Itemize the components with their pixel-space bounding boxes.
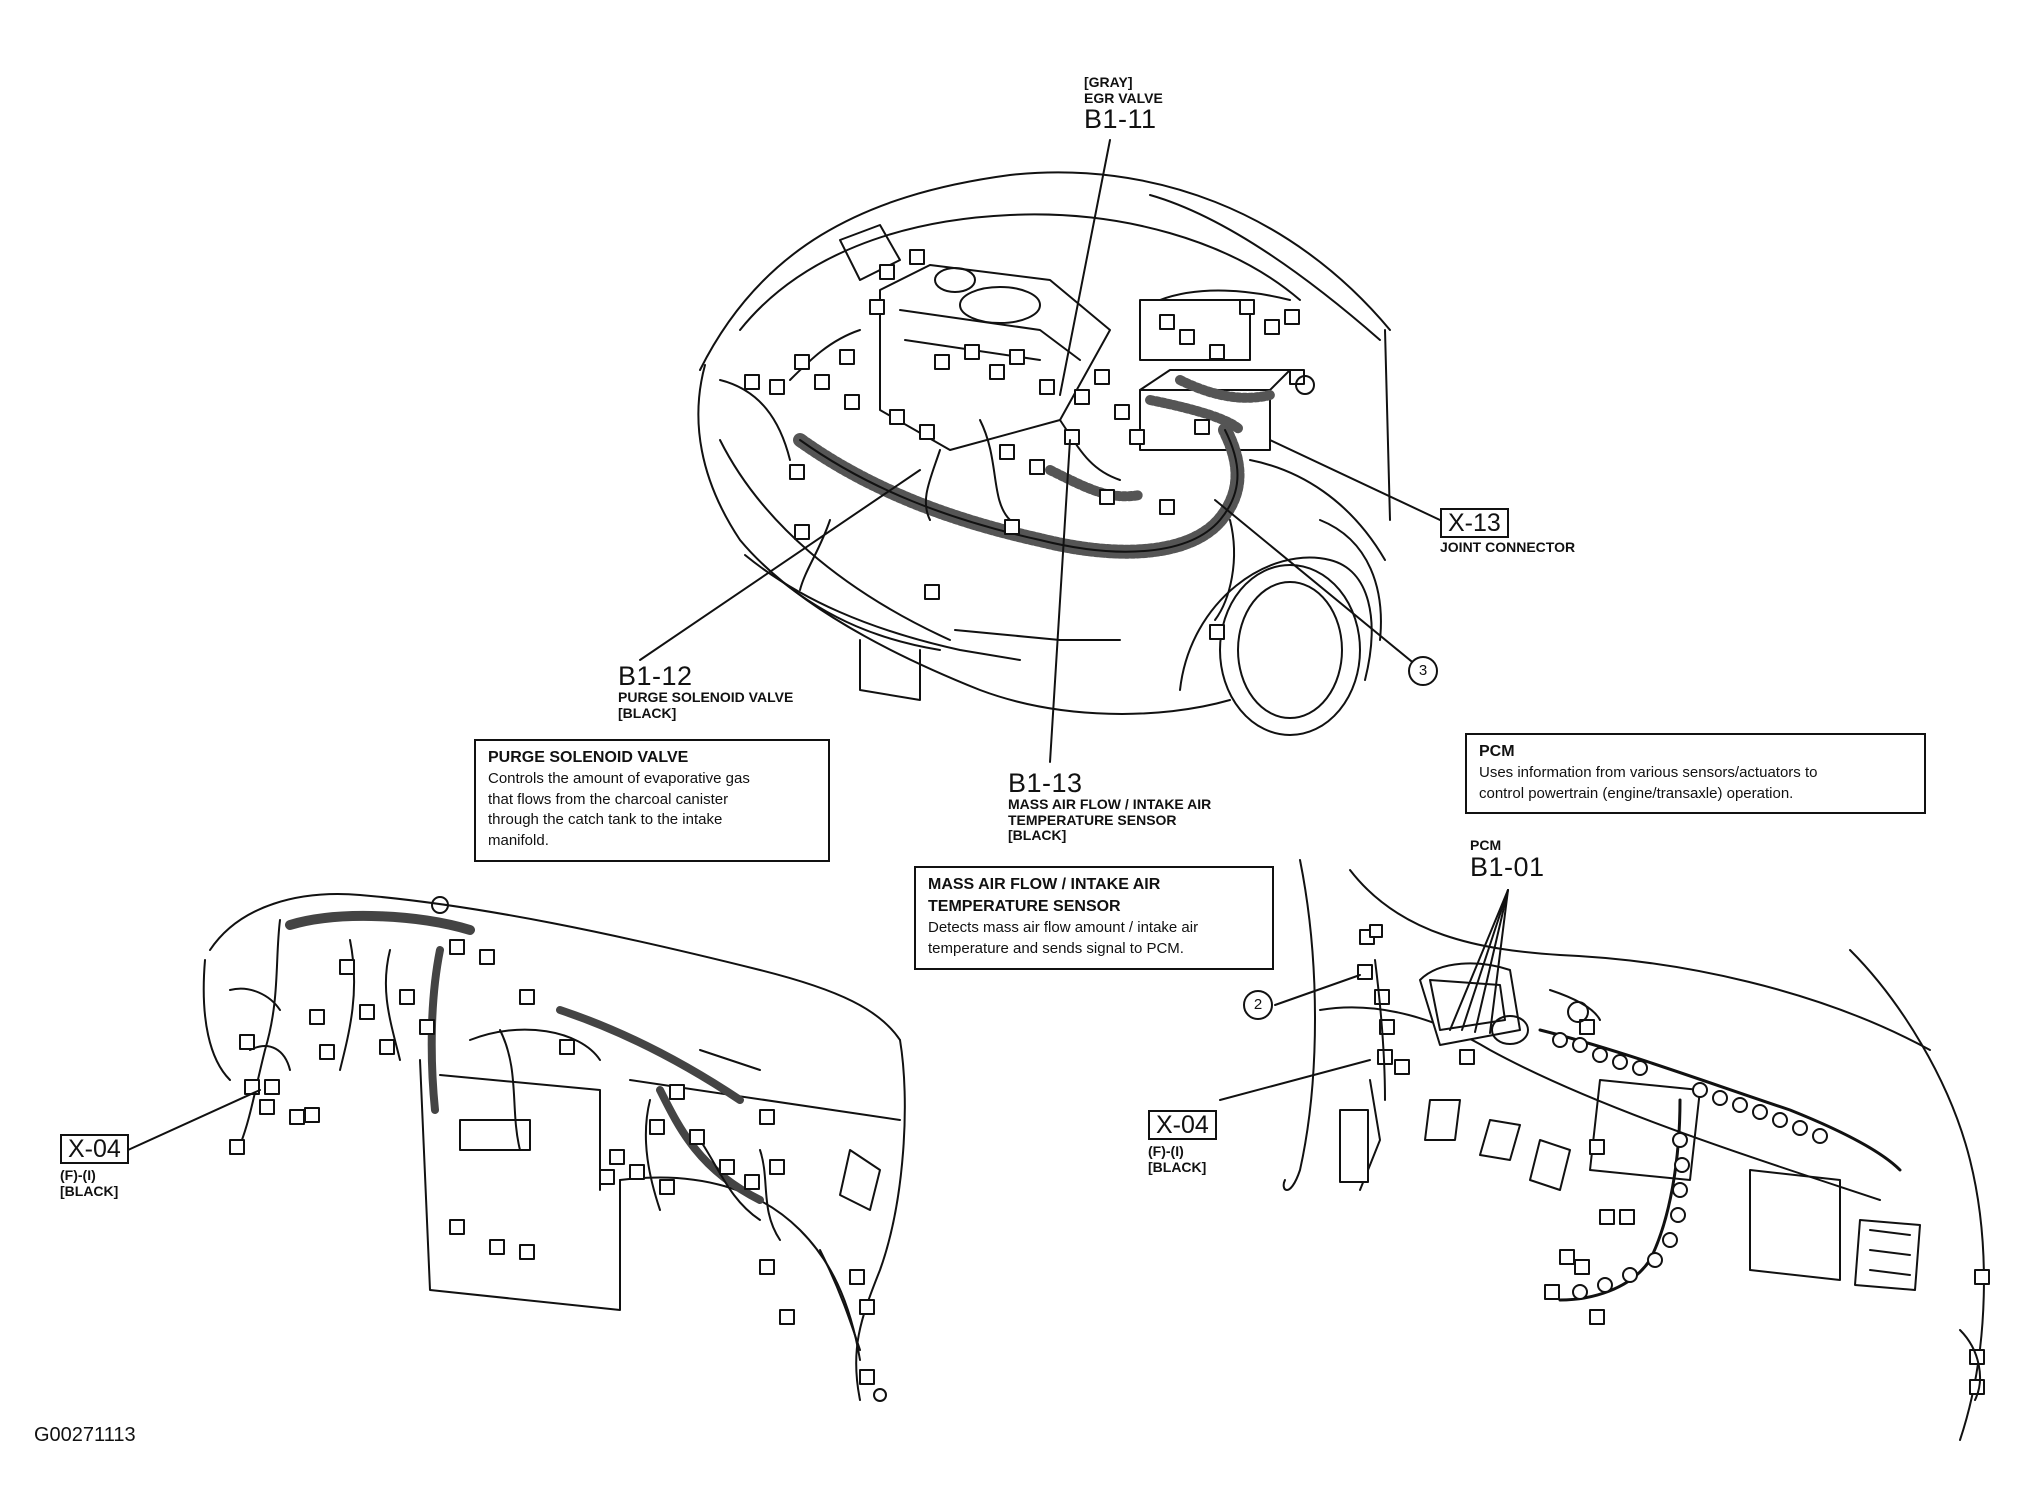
engine-bay-drawing: [697, 171, 1391, 736]
b1-12-code: B1-12: [618, 661, 693, 691]
purge-info-line: Controls the amount of evaporative gas: [488, 770, 750, 788]
purge-solenoid-info-box: PURGE SOLENOID VALVE Controls the amount…: [474, 739, 830, 862]
x-04-right-code: X-04: [1148, 1110, 1217, 1141]
b1-13-name-line1: MASS AIR FLOW / INTAKE AIR: [1008, 796, 1212, 812]
b1-12-color: [BLACK]: [618, 704, 677, 721]
purge-info-line: manifold.: [488, 832, 549, 850]
b1-12-name: PURGE SOLENOID VALVE: [618, 689, 794, 705]
b1-11-color: [GRAY]: [1084, 74, 1133, 90]
x-04-right-sub: (F)-(I): [1148, 1143, 1184, 1159]
pcm-connector-callout: PCM B1-01: [1470, 837, 1545, 882]
pcm-info-title: PCM: [1479, 743, 1515, 760]
x-04-left-color: [BLACK]: [60, 1182, 119, 1199]
b1-13-name-line2: TEMPERATURE SENSOR: [1008, 811, 1177, 828]
pcm-info-line: Uses information from various sensors/ac…: [1479, 764, 1818, 782]
x-04-left-code: X-04: [60, 1134, 129, 1165]
b1-13-color: [BLACK]: [1008, 827, 1067, 844]
right-dash-leader-lines: [1219, 889, 1509, 1101]
right-dashboard-drawing: [1282, 859, 1990, 1441]
x04-left-leader: [127, 1089, 261, 1151]
maf-info-title-line1: MASS AIR FLOW / INTAKE AIR: [928, 876, 1161, 893]
figure-id: G00271113: [34, 1424, 136, 1446]
left-dashboard-drawing: [202, 893, 906, 1402]
purge-info-line: through the catch tank to the intake: [488, 811, 723, 829]
maf-sensor-info-box: MASS AIR FLOW / INTAKE AIR TEMPERATURE S…: [914, 866, 1274, 970]
b1-11-callout: [GRAY] EGR VALVE B1-11: [1084, 74, 1163, 135]
x-04-right-color: [BLACK]: [1148, 1158, 1207, 1175]
pcm-connector-code: B1-01: [1470, 851, 1545, 882]
b1-13-code: B1-13: [1008, 768, 1083, 798]
x-04-left-details: (F)-(I) [BLACK]: [60, 1167, 119, 1199]
b1-11-name: EGR VALVE: [1084, 89, 1163, 106]
maf-info-title-line2: TEMPERATURE SENSOR: [928, 898, 1121, 916]
maf-info-line: Detects mass air flow amount / intake ai…: [928, 919, 1199, 937]
x-13-name: JOINT CONNECTOR: [1440, 539, 1576, 555]
b1-13-callout: B1-13 MASS AIR FLOW / INTAKE AIR TEMPERA…: [1008, 770, 1211, 844]
maf-info-line: temperature and sends signal to PCM.: [928, 939, 1184, 957]
purge-info-title: PURGE SOLENOID VALVE: [488, 749, 689, 766]
engine-leader-lines: [639, 139, 1441, 763]
x-13-code: X-13: [1440, 508, 1509, 539]
circle-3-marker: 3: [1408, 656, 1438, 686]
b1-11-code: B1-11: [1084, 104, 1157, 135]
purge-info-line: that flows from the charcoal canister: [488, 790, 729, 808]
circle-2-marker: 2: [1243, 990, 1273, 1020]
b1-12-callout: B1-12 PURGE SOLENOID VALVE [BLACK]: [618, 663, 793, 721]
pcm-info-box: PCM Uses information from various sensor…: [1465, 733, 1926, 815]
pcm-connector-label: PCM: [1470, 837, 1502, 853]
x-04-left-sub: (F)-(I): [60, 1167, 96, 1183]
x-04-right-details: (F)-(I) [BLACK]: [1148, 1143, 1207, 1175]
pcm-info-line: control powertrain (engine/transaxle) op…: [1479, 784, 1794, 802]
